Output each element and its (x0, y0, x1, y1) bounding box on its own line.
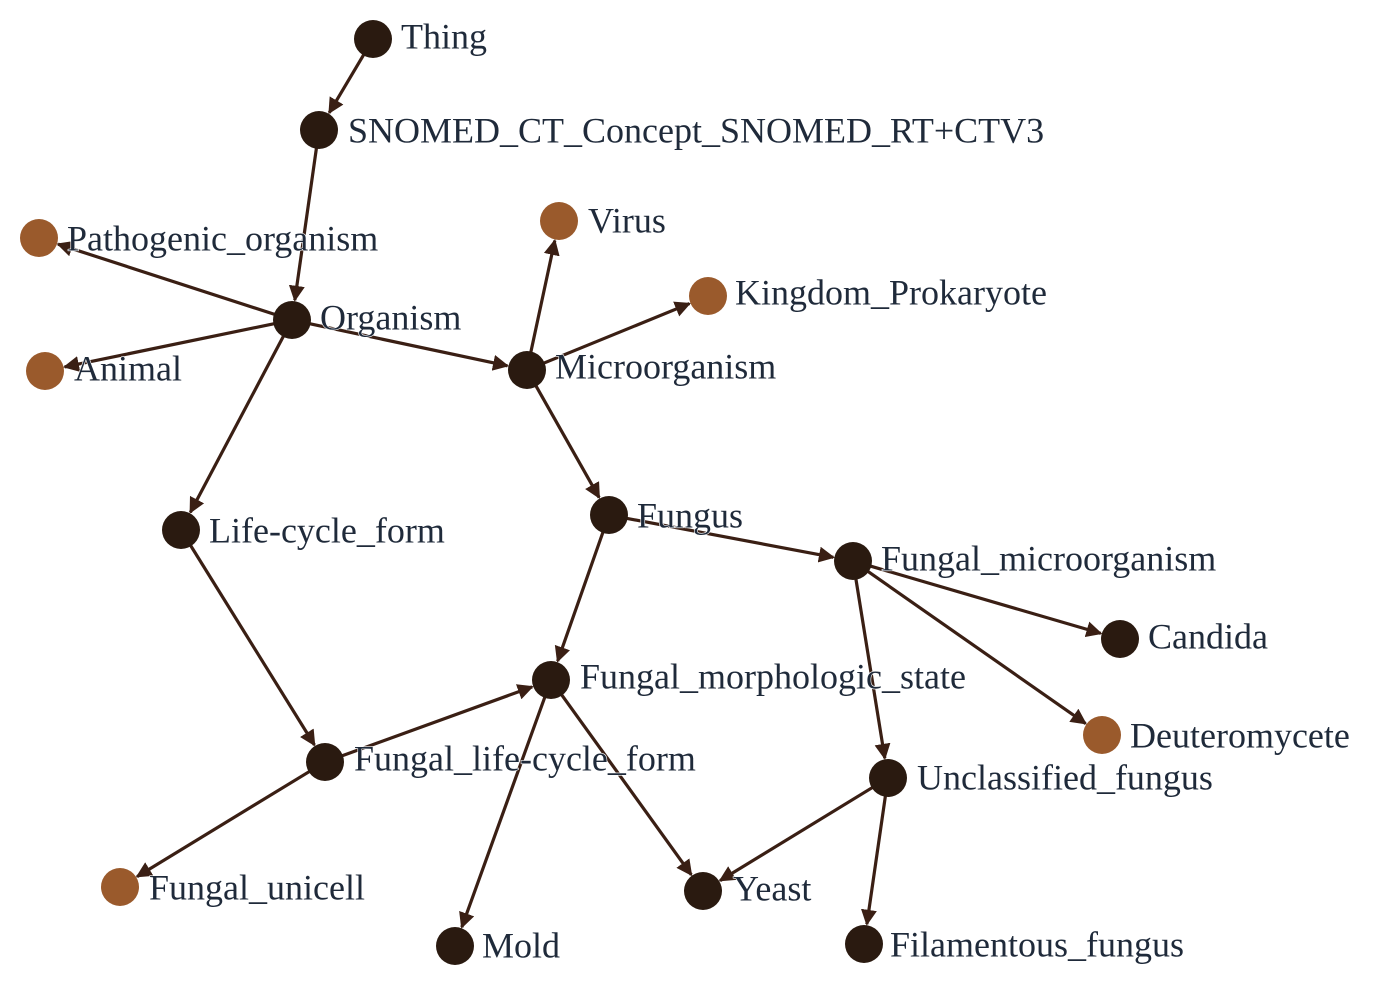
node-label-animal: Animal (74, 348, 182, 388)
node-label-microorganism: Microorganism (555, 346, 776, 386)
node-label-unclassified: Unclassified_fungus (917, 757, 1213, 797)
edge-microorganism-to-prokaryote (540, 301, 691, 366)
node-prokaryote[interactable] (689, 277, 727, 315)
edge-lifecycle-to-fungal_lcf (187, 541, 316, 747)
edge-fungal_micro-to-unclassified (853, 575, 891, 760)
node-filamentous[interactable] (845, 925, 883, 963)
node-deutero[interactable] (1083, 716, 1121, 754)
edge-fungal_lcf-to-unicell (135, 768, 314, 878)
edge-organism-to-lifecycle (188, 332, 287, 514)
node-label-filamentous: Filamentous_fungus (890, 924, 1184, 964)
edge-unclassified-to-yeast (718, 784, 877, 882)
label-layer: ThingSNOMED_CT_Concept_SNOMED_RT+CTV3Pat… (66, 16, 1350, 966)
node-label-prokaryote: Kingdom_Prokaryote (735, 272, 1047, 312)
node-layer (20, 20, 1139, 965)
node-yeast[interactable] (684, 872, 722, 910)
node-snomed[interactable] (300, 111, 338, 149)
node-organism[interactable] (273, 301, 311, 339)
node-microorganism[interactable] (508, 351, 546, 389)
edge-microorganism-to-fungus (532, 382, 601, 499)
edge-snomed-to-organism (288, 144, 319, 302)
edge-fungus-to-morph (554, 528, 606, 663)
node-label-mold: Mold (482, 925, 560, 965)
node-fungal_micro[interactable] (834, 542, 872, 580)
node-label-fungus: Fungus (637, 495, 743, 535)
edge-organism-to-microorganism (306, 321, 510, 371)
node-label-snomed: SNOMED_CT_Concept_SNOMED_RT+CTV3 (348, 110, 1044, 150)
node-fungal_lcf[interactable] (306, 743, 344, 781)
node-virus[interactable] (540, 202, 578, 240)
edge-fungal_micro-to-candida (866, 563, 1103, 638)
edge-fungal_micro-to-deutero (864, 568, 1087, 725)
edge-thing-to-snomed (327, 51, 367, 115)
node-animal[interactable] (26, 352, 64, 390)
edge-organism-to-pathogenic (56, 240, 279, 317)
node-label-lifecycle: Life-cycle_form (209, 510, 445, 550)
node-label-organism: Organism (320, 297, 461, 337)
node-lifecycle[interactable] (162, 511, 200, 549)
edge-fungal_lcf-to-morph (338, 684, 534, 759)
edge-microorganism-to-virus (528, 238, 560, 356)
node-candida[interactable] (1101, 620, 1139, 658)
node-label-pathogenic: Pathogenic_organism (67, 218, 378, 258)
edge-fungus-to-fungal_micro (623, 516, 835, 563)
node-pathogenic[interactable] (20, 219, 58, 257)
node-label-candida: Candida (1148, 616, 1268, 656)
node-label-morph: Fungal_morphologic_state (580, 656, 966, 696)
edge-organism-to-animal (63, 321, 278, 372)
node-label-virus: Virus (588, 200, 666, 240)
node-unclassified[interactable] (869, 759, 907, 797)
node-label-deutero: Deuteromycete (1130, 715, 1350, 755)
node-label-yeast: Yeast (733, 868, 811, 908)
node-label-thing: Thing (401, 16, 487, 56)
node-label-unicell: Fungal_unicell (149, 867, 365, 907)
node-mold[interactable] (436, 927, 474, 965)
node-label-fungal_lcf: Fungal_life-cycle_form (354, 738, 696, 778)
edge-unclassified-to-filamentous (861, 792, 888, 926)
edge-morph-to-mold (459, 693, 548, 929)
node-label-fungal_micro: Fungal_microorganism (881, 538, 1216, 578)
node-unicell[interactable] (101, 868, 139, 906)
node-fungus[interactable] (590, 496, 628, 534)
edge-morph-to-yeast (558, 691, 693, 877)
node-morph[interactable] (532, 661, 570, 699)
edge-layer (56, 51, 1103, 929)
node-thing[interactable] (354, 20, 392, 58)
